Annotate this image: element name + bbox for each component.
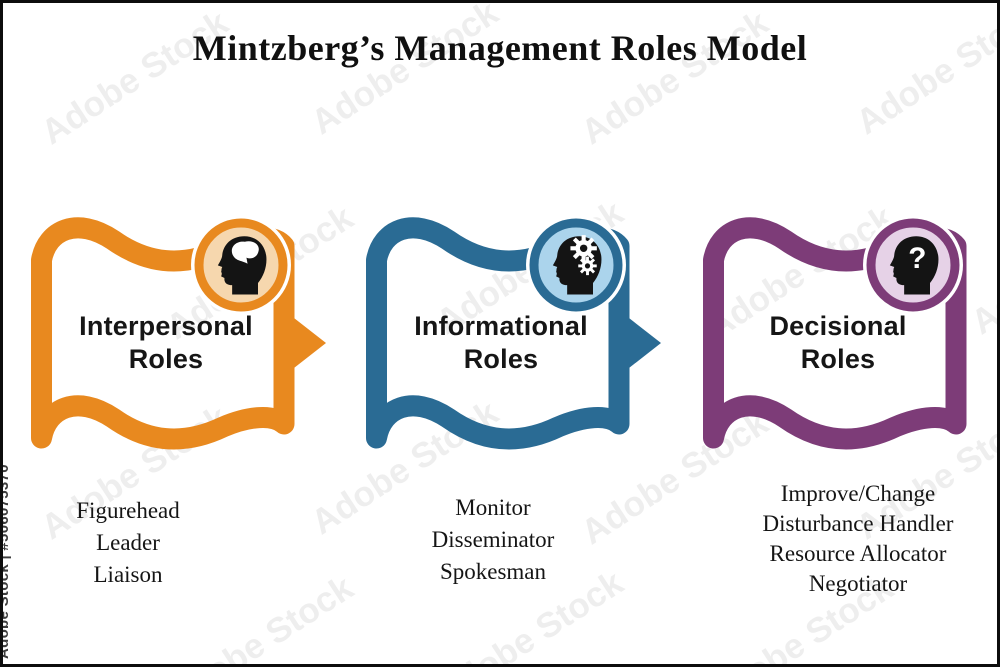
brain-glyph — [231, 241, 259, 264]
gear-small-glyph — [576, 255, 599, 277]
gear-large-glyph — [570, 235, 596, 261]
role-list-informational: Monitor Disseminator Spokesman — [393, 492, 593, 588]
list-item: Leader — [96, 530, 160, 555]
arrow-right-icon — [629, 318, 661, 368]
head-with-brain-icon — [217, 236, 267, 295]
arrow-right-icon — [294, 318, 326, 368]
panel-title-interpersonal: Interpersonal Roles — [79, 311, 253, 374]
list-item: Figurehead — [76, 498, 180, 523]
panel-interpersonal-roles: Interpersonal Roles — [31, 206, 331, 466]
list-item: Liaison — [93, 562, 163, 587]
decisional-frame-graphic: ? — [703, 215, 967, 450]
list-item: Monitor — [455, 495, 531, 520]
watermark-text: Adobe Stock — [574, 2, 776, 153]
question-mark-glyph: ? — [908, 242, 926, 275]
informational-frame-graphic — [366, 215, 661, 450]
page-title: Mintzberg’s Management Roles Model — [192, 28, 808, 68]
panel-decisional-roles: ? Decisional Roles — [703, 206, 997, 466]
list-item: Spokesman — [439, 559, 547, 584]
panel-title-decisional: Decisional Roles — [769, 311, 907, 374]
watermark-text: Adobe Stock — [304, 0, 506, 143]
watermark-text: Adobe Stock — [34, 2, 236, 153]
stock-credit-watermark: Adobe Stock | #506075370 — [0, 464, 12, 659]
role-list-interpersonal: Figurehead Leader Liaison — [28, 495, 228, 591]
head-with-question-icon: ? — [889, 236, 939, 295]
list-item: Disseminator — [431, 527, 555, 552]
panel-title-informational: Informational Roles — [414, 311, 588, 374]
list-item: Disturbance Handler — [762, 511, 954, 536]
list-item: Improve/Change — [780, 481, 936, 506]
interpersonal-frame-graphic — [31, 215, 326, 450]
list-item: Resource Allocator — [769, 541, 947, 566]
panel-informational-roles: Informational Roles — [366, 206, 666, 466]
list-item: Negotiator — [808, 571, 908, 596]
role-list-decisional: Improve/Change Disturbance Handler Resou… — [733, 479, 983, 599]
watermark-text: Adobe Stock — [849, 0, 1000, 143]
